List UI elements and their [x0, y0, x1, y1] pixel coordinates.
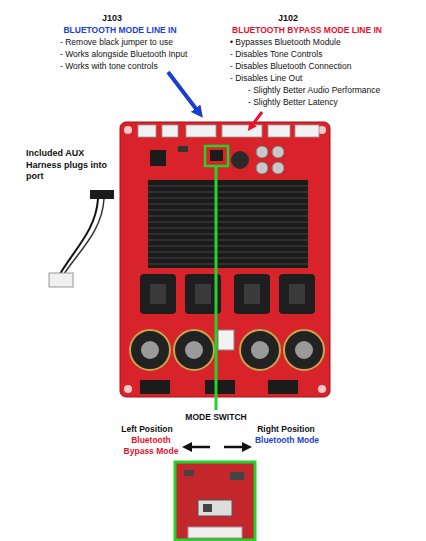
inductor	[234, 274, 270, 314]
capacitor-top	[251, 341, 269, 359]
capacitor	[240, 330, 280, 370]
harness-connector	[49, 273, 73, 287]
small-capacitors	[256, 146, 284, 174]
connector-name: J102	[268, 13, 308, 25]
capacitor	[256, 146, 268, 158]
note-line: - Disables Bluetooth Connection	[230, 61, 351, 72]
harness-wire	[60, 199, 98, 274]
connector-name: J103	[92, 13, 132, 25]
inductor-core	[289, 284, 305, 304]
position-label: Left Position	[105, 424, 189, 435]
capacitor	[272, 146, 284, 158]
pcb	[120, 122, 330, 397]
inductor	[279, 274, 315, 314]
note-line: • Bypasses Bluetooth Module	[230, 37, 341, 48]
mount-hole	[124, 126, 132, 134]
harness-wire	[64, 199, 104, 274]
mode-name: Bluetooth Mode	[250, 435, 324, 446]
position-label: Right Position	[244, 424, 328, 435]
note-line: - Disables Tone Controls	[230, 49, 322, 60]
note-line: - Works alongside Bluetooth Input	[60, 49, 187, 60]
amplifier-board	[120, 122, 330, 397]
connector	[186, 125, 216, 137]
capacitor	[272, 162, 284, 174]
direction-arrow	[224, 446, 248, 449]
capacitor-top	[295, 341, 313, 359]
capacitor	[256, 162, 268, 174]
output-inductors	[140, 274, 315, 314]
pointer-arrow	[250, 112, 262, 128]
inductor-core	[244, 284, 260, 304]
note-line: - Slightly Better Audio Performance	[248, 85, 380, 96]
chip	[150, 150, 166, 166]
aux-harness	[49, 190, 114, 287]
connector	[205, 380, 235, 394]
harness-note: Included AUX Harness plugs into port	[26, 148, 122, 183]
switch-slider	[203, 504, 212, 512]
smd-part	[178, 146, 188, 152]
heat-sink	[148, 180, 308, 268]
connector	[295, 125, 319, 137]
top-connectors	[138, 125, 319, 137]
connector	[188, 527, 242, 538]
switch-heading: MODE SWITCH	[160, 412, 272, 423]
capacitor-top	[185, 341, 203, 359]
harness-plug	[90, 190, 114, 199]
note-line: - Slightly Better Latency	[248, 97, 338, 108]
silkscreen-box	[218, 330, 234, 350]
heat-sink-body	[148, 180, 308, 268]
note-line: - Remove black jumper to use	[60, 37, 173, 48]
mount-hole	[318, 385, 326, 393]
inductor	[231, 151, 249, 169]
inductor	[140, 274, 176, 314]
capacitor	[174, 330, 214, 370]
connector	[140, 380, 170, 394]
mode-heading: BLUETOOTH MODE LINE IN	[45, 25, 195, 36]
pointer-arrow	[168, 72, 200, 114]
capacitor	[130, 330, 170, 370]
filter-capacitors	[130, 330, 324, 370]
mount-hole	[124, 385, 132, 393]
smd-part	[184, 470, 194, 476]
highlight-box	[205, 146, 228, 166]
note-line: - Works with tone controls	[60, 61, 158, 72]
inductor-core	[195, 284, 211, 304]
connector	[138, 125, 156, 137]
heat-sink-fins	[148, 186, 308, 264]
connector	[268, 125, 290, 137]
mode-heading: BLUETOOTH BYPASS MODE LINE IN	[218, 25, 396, 36]
jumper	[210, 150, 223, 161]
inductor-core	[150, 284, 166, 304]
smd-part	[230, 472, 244, 480]
connector	[162, 125, 178, 137]
connector	[222, 125, 262, 137]
connector	[268, 380, 298, 394]
switch-closeup	[175, 462, 255, 540]
slide-switch	[198, 500, 232, 516]
mode-name: Bluetooth Bypass Mode	[118, 435, 184, 457]
leader-line	[215, 166, 218, 410]
capacitor	[284, 330, 324, 370]
capacitor-top	[141, 341, 159, 359]
direction-arrow	[186, 446, 210, 449]
bottom-connectors	[140, 380, 298, 394]
note-line: - Disables Line Out	[230, 73, 302, 84]
closeup-frame	[175, 462, 255, 540]
